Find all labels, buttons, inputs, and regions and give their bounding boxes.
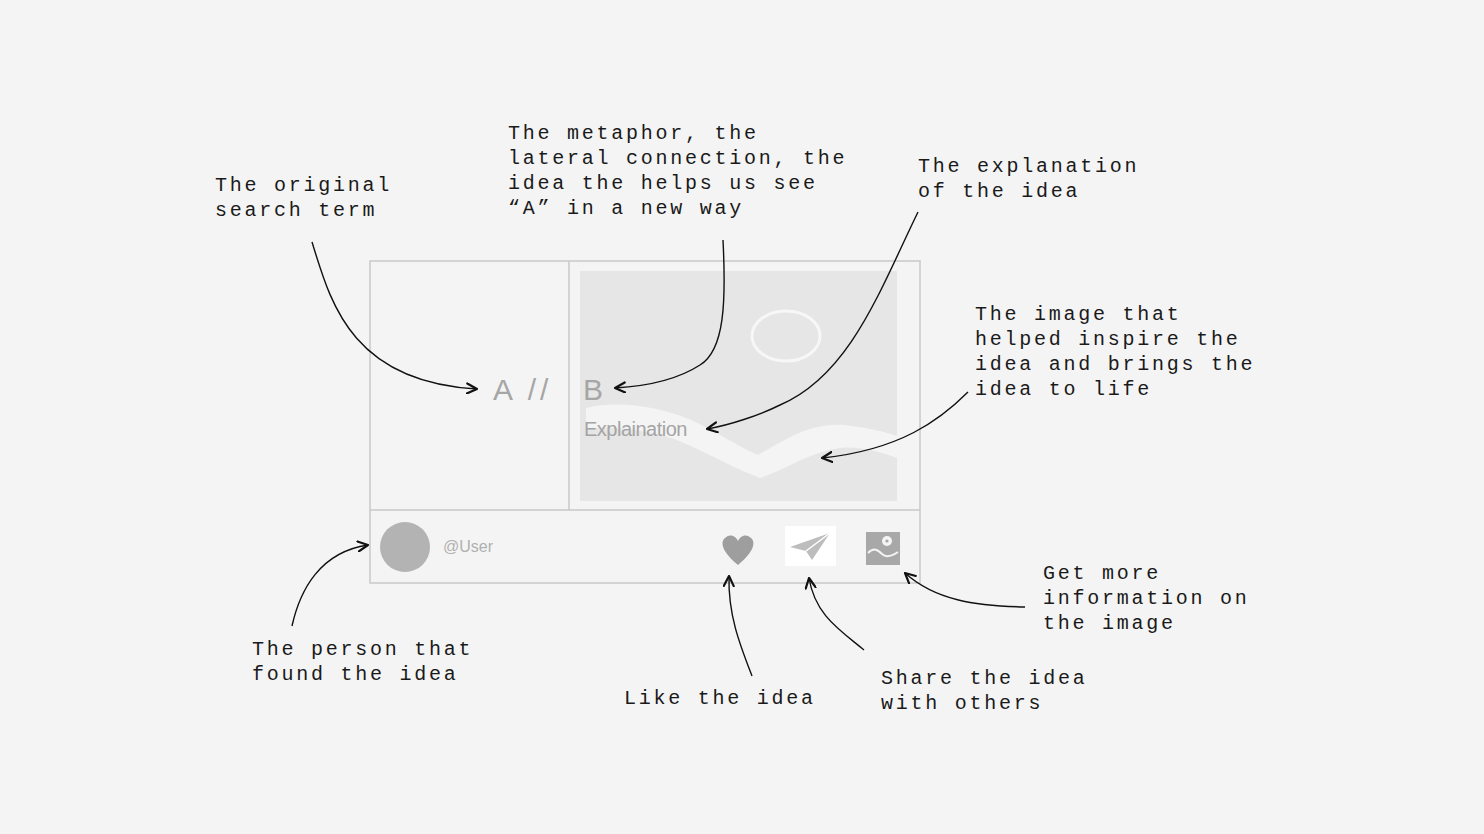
annotation-label: The explanation of the idea xyxy=(918,154,1145,204)
search-term: A // xyxy=(493,372,552,408)
image-info-icon xyxy=(866,532,900,565)
annotation-label: The metaphor, the lateral connection, th… xyxy=(508,121,853,221)
image-placeholder xyxy=(580,271,897,501)
annotation-label: The image that helped inspire the idea a… xyxy=(975,302,1261,402)
user-bar: @User xyxy=(370,510,920,583)
annotation-label: Like the idea xyxy=(624,686,864,711)
leader-arrows xyxy=(292,212,1025,676)
leader-arrow xyxy=(312,242,477,389)
leader-arrow xyxy=(615,240,724,388)
avatar xyxy=(380,522,430,572)
leader-arrow xyxy=(292,545,368,626)
leader-arrow xyxy=(905,573,1025,607)
annotation-label: The person that found the idea xyxy=(252,637,479,687)
leader-arrow xyxy=(707,212,918,429)
search-term-panel: A // xyxy=(370,261,569,510)
card-outline xyxy=(370,261,920,583)
panel-divider xyxy=(568,261,570,510)
explanation-text: Explaination xyxy=(584,417,687,441)
annotation-label: Get more information on the image xyxy=(1043,561,1256,636)
metaphor-panel: B Explaination xyxy=(569,261,920,510)
leader-arrow xyxy=(822,392,968,458)
leader-arrow xyxy=(809,578,864,650)
footer-divider xyxy=(370,509,920,511)
share-icon xyxy=(785,526,836,566)
annotation-label: The original search term xyxy=(215,173,402,223)
user-handle: @User xyxy=(443,537,493,557)
metaphor-term: B xyxy=(583,372,603,408)
annotation-label: Share the idea with others xyxy=(881,666,1094,716)
leader-arrow xyxy=(729,576,752,676)
like-icon xyxy=(723,535,754,565)
